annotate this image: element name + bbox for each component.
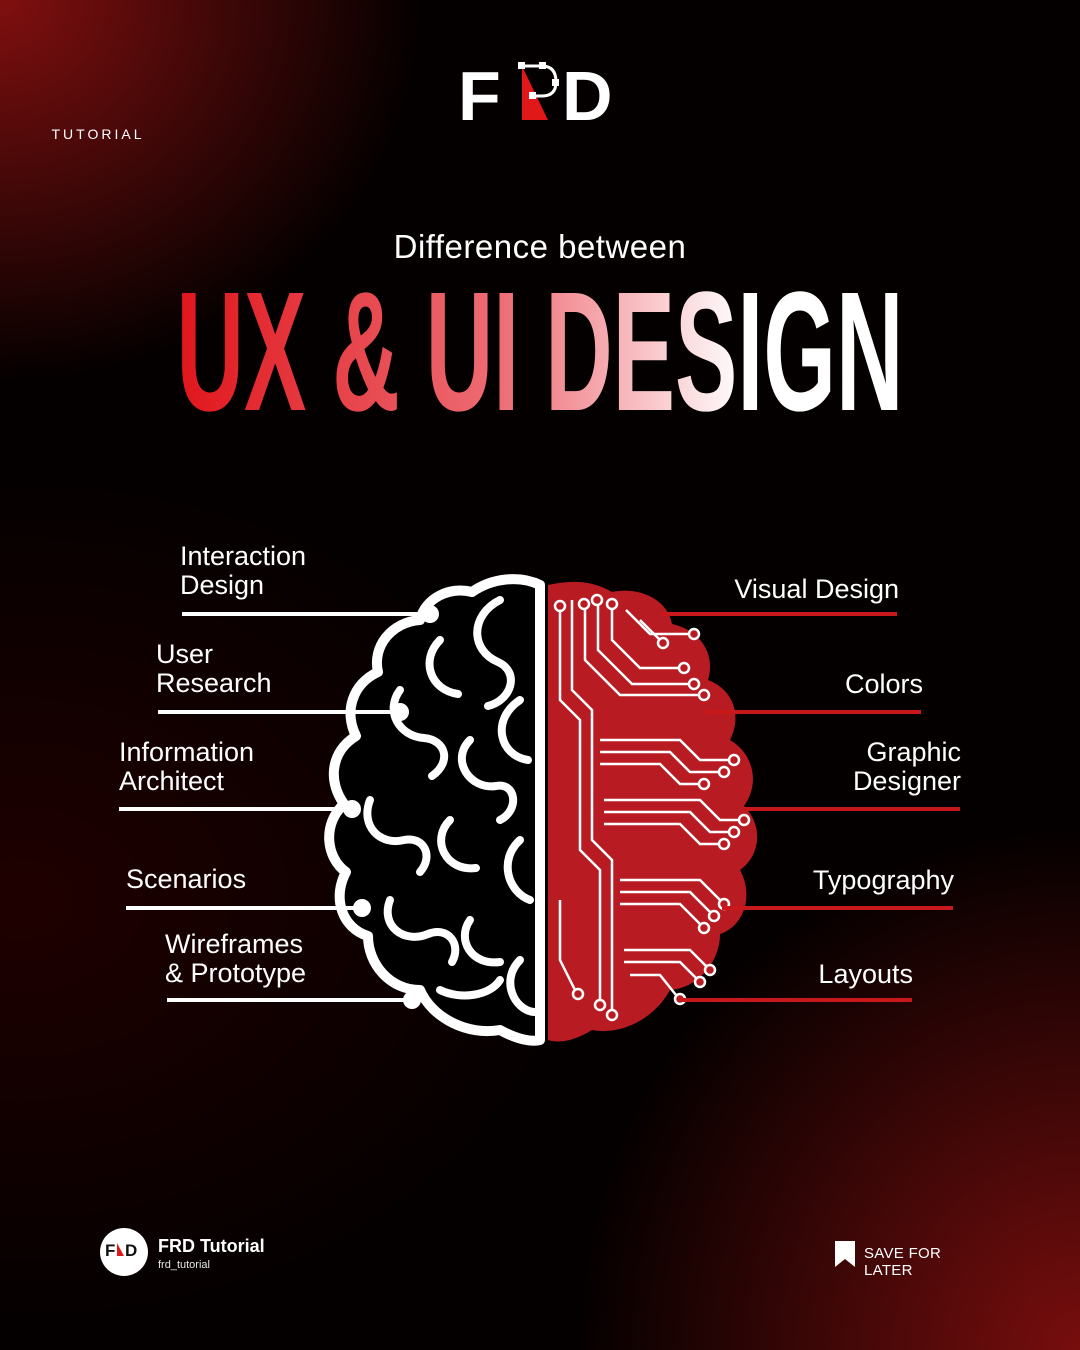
svg-text:D: D — [125, 1241, 137, 1260]
connector-dot — [353, 899, 371, 917]
page-subtitle: Difference between — [393, 228, 687, 265]
bookmark-icon — [835, 1241, 855, 1267]
connector-dot — [403, 991, 421, 1009]
avatar[interactable]: F D — [100, 1228, 148, 1276]
connector-dot — [421, 605, 439, 623]
label-scenarios: Scenarios — [126, 864, 247, 894]
label-layouts: Layouts — [818, 959, 913, 989]
label-wireframes-prototype: Wireframes & Prototype — [165, 929, 307, 988]
brand-name[interactable]: FRD Tutorial — [158, 1236, 265, 1256]
label-information-architect: Information Architect — [119, 737, 255, 796]
label-typography: Typography — [812, 865, 954, 895]
page-title: UX & UI DESIGN — [177, 270, 904, 430]
logo-subtitle: TUTORIAL — [51, 126, 145, 142]
frd-logo-mark: F D — [458, 58, 613, 128]
label-interaction-design: Interaction Design — [180, 541, 307, 600]
brand-handle[interactable]: frd_tutorial — [158, 1259, 210, 1271]
label-user-research: User Research — [156, 639, 272, 698]
ui-connectors — [660, 612, 960, 1002]
save-for-later-label: SAVE FOR LATER — [864, 1245, 942, 1279]
circuit-brain-icon — [548, 581, 758, 1042]
label-graphic-designer: Graphic Designer — [852, 737, 961, 796]
label-colors: Colors — [844, 669, 923, 699]
connector-dot — [391, 703, 409, 721]
ux-connectors — [119, 605, 439, 1009]
frd-logo: F D — [456, 58, 626, 146]
svg-text:F: F — [105, 1241, 115, 1260]
brain-outline-icon — [324, 574, 545, 1046]
svg-text:D: D — [562, 58, 613, 128]
label-visual-design: Visual Design — [734, 574, 899, 604]
save-for-later-button[interactable]: SAVE FOR LATER — [834, 1240, 994, 1279]
connector-dot — [343, 800, 361, 818]
frd-avatar-logo-icon: F D — [105, 1241, 137, 1260]
headline-text: UX & UI DESIGN — [177, 270, 904, 430]
svg-text:F: F — [458, 58, 501, 128]
